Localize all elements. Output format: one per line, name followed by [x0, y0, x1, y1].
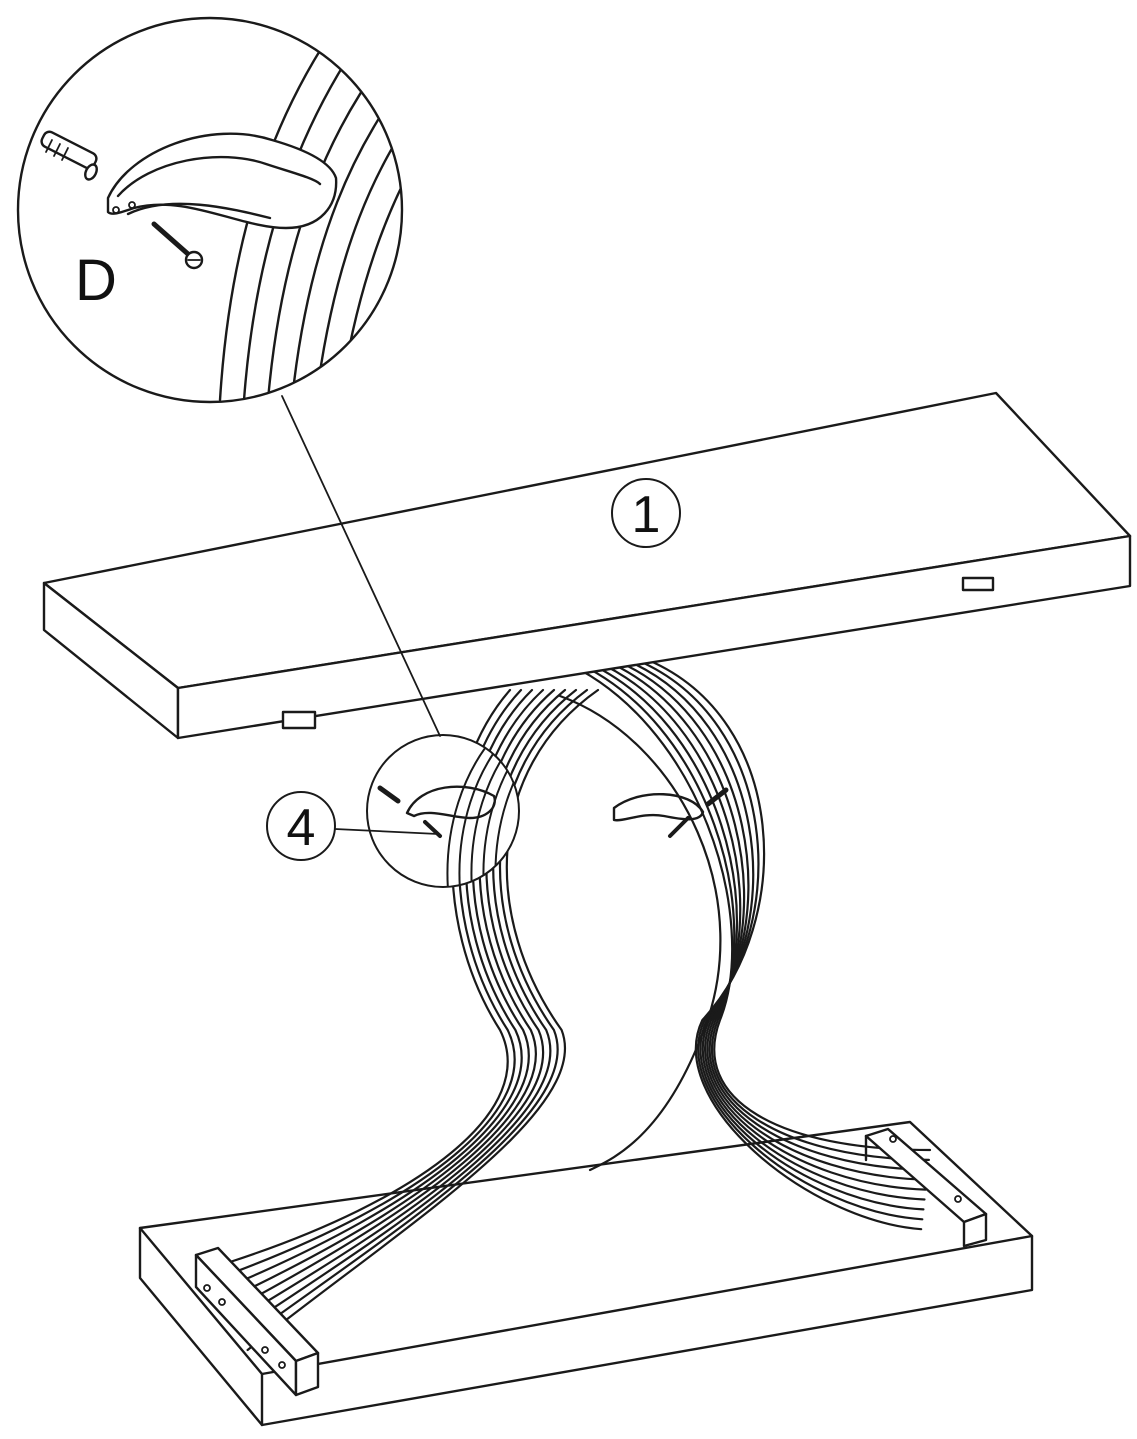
- rear-leg-slat: [613, 658, 926, 1201]
- base-board: [138, 1120, 1034, 1427]
- part-number-1: 1: [632, 486, 661, 544]
- step-4-callout: 4: [266, 791, 439, 861]
- rear-leg-slat: [569, 658, 930, 1161]
- rear-leg-slat: [580, 658, 929, 1171]
- small-wall-anchor-icon: [377, 785, 401, 804]
- rear-leg-slat: [558, 658, 932, 1152]
- rear-leg-slat: [646, 658, 923, 1231]
- front-leg-slat: [246, 688, 600, 1352]
- front-base-cleat: [194, 1246, 320, 1397]
- zoom-detail-circle: D: [16, 16, 404, 404]
- step-number-4: 4: [287, 799, 316, 857]
- detail-callout-circle: [366, 734, 520, 888]
- screw-icon: [151, 221, 204, 270]
- detail-letter-d: D: [75, 248, 117, 313]
- wall-anchor-icon: [40, 130, 98, 181]
- right-tip-bracket: [612, 787, 729, 838]
- zoom-bracket-strap: [106, 132, 338, 230]
- rear-leg-slat: [591, 658, 928, 1181]
- rear-leg-slat: [602, 658, 927, 1191]
- table-top-board: [42, 391, 1132, 740]
- underside-cleat-left: [281, 710, 317, 730]
- underside-cleat-right: [961, 576, 995, 592]
- rear-base-cleat: [864, 1127, 988, 1248]
- front-leg-outer-arc: [558, 694, 722, 1172]
- part-number-1-callout: 1: [611, 478, 681, 548]
- detail-leader-line: [281, 395, 441, 737]
